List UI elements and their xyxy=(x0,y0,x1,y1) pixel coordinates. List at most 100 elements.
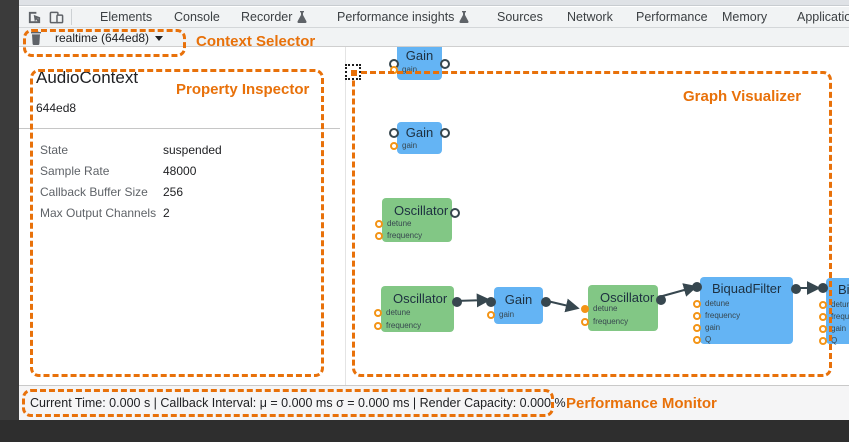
tab-memory[interactable]: Memory xyxy=(722,10,767,24)
context-dropdown[interactable]: realtime (644ed8) xyxy=(55,31,164,45)
window-left-edge xyxy=(0,0,19,420)
tab-label: Sources xyxy=(497,10,543,24)
webaudio-toolbar: realtime (644ed8) xyxy=(19,28,849,47)
audioparam-detune[interactable]: detune xyxy=(375,219,411,228)
output-port[interactable] xyxy=(452,297,462,307)
param-label: frequency xyxy=(705,311,741,320)
audioparam-gain[interactable]: gain xyxy=(390,65,417,74)
param-port-icon xyxy=(693,299,701,308)
property-row: Sample Rate 48000 xyxy=(40,160,330,181)
param-label: gain xyxy=(831,324,847,333)
toolbar-separator xyxy=(71,9,72,25)
audioparam-detune[interactable]: detune xyxy=(819,300,849,309)
audioparam-gain[interactable]: gain xyxy=(693,323,720,332)
audioparam-frequency[interactable]: frequency xyxy=(374,321,421,330)
param-port-icon xyxy=(374,308,382,317)
context-dropdown-value: realtime (644ed8) xyxy=(55,31,150,45)
param-port-icon xyxy=(819,336,827,345)
audio-node-gain[interactable]: Gain gain xyxy=(389,47,450,80)
divider xyxy=(19,128,340,129)
audio-node-gain[interactable]: Gain gain xyxy=(389,122,450,154)
audioparam-frequency[interactable]: frequency xyxy=(375,231,422,240)
audioparam-detune[interactable]: detune xyxy=(693,299,729,308)
audioparam-frequency[interactable]: frequency xyxy=(819,312,849,321)
property-label: State xyxy=(40,142,69,157)
property-rows: State suspended Sample Rate 48000 Callba… xyxy=(40,139,330,223)
audioparam-q[interactable]: Q xyxy=(693,335,711,344)
param-port-icon xyxy=(390,141,398,150)
performance-monitor-bar: Current Time: 0.000 s | Callback Interva… xyxy=(19,385,849,420)
audio-node-oscillator[interactable]: Oscillator detune frequency xyxy=(581,285,666,331)
trash-icon[interactable] xyxy=(28,30,44,46)
output-port[interactable] xyxy=(450,208,460,218)
param-label: detune xyxy=(593,304,618,313)
output-port[interactable] xyxy=(440,59,450,69)
property-label: Callback Buffer Size xyxy=(40,184,148,199)
param-label: Q xyxy=(831,336,838,345)
audioparam-gain[interactable]: gain xyxy=(487,310,514,319)
param-port-icon xyxy=(819,300,827,309)
audio-node-biquadfilter[interactable]: BiquadFilter detune frequency gain Q xyxy=(692,277,801,344)
audioparam-frequency[interactable]: frequency xyxy=(581,317,628,326)
audioparam-q[interactable]: Q xyxy=(819,336,837,345)
audioparam-detune[interactable]: detune xyxy=(374,308,410,317)
property-value: 2 xyxy=(163,205,170,220)
tab-application[interactable]: Application xyxy=(797,10,849,24)
inspect-element-icon[interactable] xyxy=(25,9,43,26)
context-id: 644ed8 xyxy=(36,101,77,115)
input-port[interactable] xyxy=(692,282,702,292)
tab-performance[interactable]: Performance xyxy=(636,10,708,24)
property-label: Max Output Channels xyxy=(40,205,157,220)
graph-visualizer-canvas[interactable]: Gain gain Gain gain Oscillator xyxy=(346,47,849,385)
param-label: gain xyxy=(402,65,418,74)
audio-node-gain[interactable]: Gain gain xyxy=(486,287,551,324)
param-label: frequency xyxy=(387,231,423,240)
devtools-tabbar: Elements Console Recorder Performance in… xyxy=(19,7,849,28)
tab-performance-insights[interactable]: Performance insights xyxy=(337,10,469,24)
tab-label: Network xyxy=(567,10,613,24)
tab-recorder[interactable]: Recorder xyxy=(241,10,307,24)
node-title: Oscillator xyxy=(394,202,449,218)
audio-node-oscillator[interactable]: Oscillator detune frequency xyxy=(375,198,460,242)
output-port[interactable] xyxy=(656,295,666,305)
param-port-icon xyxy=(581,317,589,326)
param-port-icon xyxy=(390,65,398,74)
tab-elements[interactable]: Elements xyxy=(100,10,152,24)
tab-network[interactable]: Network xyxy=(567,10,613,24)
tab-label: Recorder xyxy=(241,10,293,24)
tab-sources[interactable]: Sources xyxy=(497,10,543,24)
audioparam-gain[interactable]: gain xyxy=(390,141,417,150)
output-port[interactable] xyxy=(440,128,450,138)
param-port-icon xyxy=(693,323,701,332)
input-port[interactable] xyxy=(818,283,828,293)
param-port-icon xyxy=(375,231,383,240)
tab-label: Application xyxy=(797,10,849,24)
param-label: Q xyxy=(705,335,712,344)
performance-monitor-text: Current Time: 0.000 s | Callback Interva… xyxy=(30,396,566,410)
output-port[interactable] xyxy=(541,297,551,307)
experiment-flask-icon xyxy=(459,11,469,23)
param-port-icon xyxy=(819,312,827,321)
audio-node-biquadfilter[interactable]: BiquadFilter detune frequency gain Q xyxy=(818,278,849,345)
param-port-icon xyxy=(487,310,495,319)
device-toolbar-icon[interactable] xyxy=(47,9,65,26)
node-title: Oscillator xyxy=(600,289,655,305)
tab-label: Memory xyxy=(722,10,768,24)
param-label: gain xyxy=(499,310,515,319)
tab-label: Elements xyxy=(100,10,153,24)
audioparam-frequency[interactable]: frequency xyxy=(693,311,740,320)
chevron-down-icon xyxy=(155,36,164,41)
param-label: gain xyxy=(402,141,418,150)
param-label: detune xyxy=(705,299,730,308)
audioparam-detune[interactable]: detune xyxy=(581,304,617,313)
tab-console[interactable]: Console xyxy=(174,10,220,24)
audioparam-gain[interactable]: gain xyxy=(819,324,846,333)
node-title: Gain xyxy=(504,291,533,307)
output-port[interactable] xyxy=(791,284,801,294)
input-port[interactable] xyxy=(389,128,399,138)
input-port[interactable] xyxy=(486,297,496,307)
param-port-icon xyxy=(375,219,383,228)
audio-node-oscillator[interactable]: Oscillator detune frequency xyxy=(374,286,462,332)
property-row: Callback Buffer Size 256 xyxy=(40,181,330,202)
